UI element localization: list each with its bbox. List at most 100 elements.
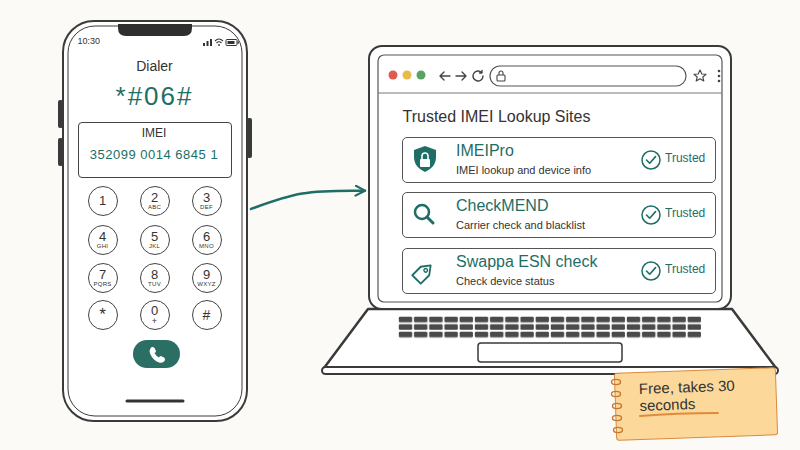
- window-dot: [403, 71, 412, 80]
- keypad-key: 8TUV: [140, 263, 170, 293]
- key-digit: 4: [99, 230, 106, 243]
- shield-lock: [422, 153, 428, 159]
- keypad-key: 5JKL: [140, 225, 170, 255]
- site-name: Swappa ESN check: [456, 253, 636, 271]
- site-description: Carrier check and blacklist: [456, 219, 636, 232]
- signal-bar: [210, 39, 212, 46]
- phone-body: 10:30Dialer *#06# IMEI 352099 0014 6845 1 1 2…: [62, 20, 248, 422]
- window-dot: [389, 71, 398, 80]
- keypad-key: 3DEF: [192, 186, 222, 216]
- reload-icon: [473, 71, 483, 81]
- key-digit: 8: [151, 268, 158, 281]
- keypad-key: 9WXYZ: [192, 263, 222, 293]
- key-digit: 1: [99, 194, 106, 207]
- lookup-site-card: IMEIProIMEI lookup and device info Truste…: [402, 137, 716, 183]
- imei-number: 352099 0014 6845 1: [77, 148, 231, 163]
- tag-icon: [412, 261, 435, 284]
- site-description: Check device status: [456, 275, 636, 288]
- lock-icon: [499, 71, 503, 75]
- key-digit: 6: [203, 230, 210, 243]
- key-digit: 2: [151, 191, 158, 204]
- key-letters: PQRS: [93, 281, 111, 287]
- handset-icon: [150, 347, 165, 363]
- check-mark: [647, 157, 656, 164]
- battery-tip: [238, 41, 239, 44]
- sticky-note: Free, takes 30 seconds: [614, 367, 778, 441]
- signal-bar: [203, 43, 205, 46]
- tag-hole: [423, 268, 428, 273]
- laptop-trackpad: [478, 343, 622, 362]
- lock-icon: [497, 75, 505, 81]
- key-letters: TUV: [148, 281, 161, 287]
- phone-notch: [118, 24, 192, 36]
- note-text: Free, takes 30 seconds: [639, 376, 738, 414]
- star-icon: [694, 70, 706, 81]
- status-badge: Trusted: [665, 152, 715, 166]
- check-circle: [642, 262, 660, 280]
- check-mark: [647, 212, 656, 219]
- note-ring: [612, 379, 621, 384]
- key-digit: *: [99, 306, 106, 323]
- key-digit: 3: [203, 191, 210, 204]
- key-letters: JKL: [149, 243, 160, 249]
- magnifier-icon: [427, 217, 433, 223]
- status-badge: Trusted: [665, 263, 715, 277]
- key-letters: +: [152, 317, 158, 326]
- keypad-key: 0+: [140, 300, 170, 330]
- key-digit: 7: [99, 268, 106, 281]
- key-digit: 0: [151, 304, 158, 317]
- dial-code: *#06#: [70, 82, 240, 112]
- check-circle: [642, 206, 660, 224]
- magnifier-icon: [415, 205, 429, 219]
- wifi-icon: [215, 39, 223, 43]
- key-letters: MNO: [199, 243, 214, 249]
- site-description: IMEI lookup and device info: [456, 164, 636, 177]
- wifi-icon: [218, 44, 220, 46]
- check-mark: [647, 268, 656, 275]
- screen-title: Dialer: [105, 58, 205, 74]
- keypad-key: 7PQRS: [88, 263, 118, 293]
- key-letters: WXYZ: [197, 281, 216, 287]
- menu-dot: [718, 75, 721, 78]
- key-digit: #: [203, 308, 211, 322]
- laptop-keyboard: [398, 316, 702, 339]
- imei-label: IMEI: [77, 127, 231, 141]
- laptop-screen: Trusted IMEI Lookup SitesIMEIProIMEI loo…: [368, 45, 732, 310]
- note-ring: [613, 403, 622, 408]
- signal-bar: [207, 41, 209, 46]
- key-letters: DEF: [200, 204, 213, 210]
- browser-frame: [378, 55, 722, 302]
- battery-level: [228, 41, 235, 44]
- home-indicator: [127, 400, 183, 403]
- note-ring: [612, 391, 621, 396]
- shield-lock: [420, 159, 430, 167]
- tag-icon: [412, 261, 435, 284]
- lookup-site-card: Swappa ESN checkCheck device status Trust…: [402, 248, 716, 294]
- keypad-key: 2ABC: [140, 186, 170, 216]
- site-name: CheckMEND: [456, 197, 636, 215]
- key-letters: GHI: [97, 243, 109, 249]
- forward-arrow-icon: [456, 72, 466, 80]
- note-ring: [614, 427, 623, 432]
- keypad-key: 6MNO: [192, 225, 222, 255]
- section-heading: Trusted IMEI Lookup Sites: [403, 108, 703, 126]
- laptop-deck: [324, 309, 776, 368]
- phone-screen-edge: [68, 26, 242, 416]
- call-button: [133, 340, 180, 368]
- imei-box: IMEI 352099 0014 6845 1: [78, 122, 232, 178]
- key-digit: 5: [151, 230, 158, 243]
- site-name: IMEIPro: [456, 142, 636, 160]
- keypad-key: *: [88, 300, 118, 330]
- keypad-key: #: [192, 300, 222, 330]
- key-digit: 9: [203, 268, 210, 281]
- check-circle: [642, 151, 660, 169]
- lookup-site-card: CheckMENDCarrier check and blacklistTrus…: [402, 192, 716, 238]
- battery-icon: [226, 40, 237, 46]
- window-dot: [417, 71, 426, 80]
- status-time: 10:30: [78, 36, 118, 46]
- back-arrow-icon: [440, 72, 450, 80]
- url-bar: [490, 66, 686, 86]
